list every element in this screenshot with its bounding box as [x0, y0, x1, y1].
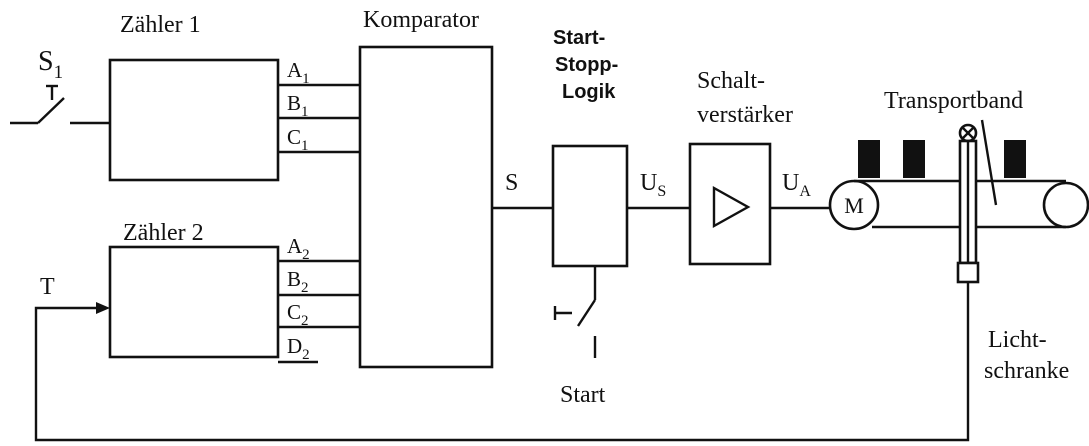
light-barrier: [956, 119, 998, 284]
counter2-block: [108, 245, 280, 359]
package-3: [1004, 140, 1026, 178]
feedback-wire: [34, 282, 970, 442]
t-label: T: [40, 274, 55, 300]
output-c1-label: C1: [287, 125, 309, 154]
ua-label: UA: [782, 170, 811, 200]
output-a1-label: A1: [287, 58, 310, 87]
package-1: [858, 140, 880, 178]
conveyor-title: Transportband: [884, 88, 1023, 114]
start-button-switch: [553, 266, 597, 358]
counter1-block: [108, 58, 280, 182]
amplifier-title-line1: Schalt-: [697, 68, 765, 94]
counter2-outputs: [278, 259, 360, 364]
output-c2-label: C2: [287, 300, 309, 329]
switch-s1: [10, 84, 110, 125]
conveyor-end-roller: [1042, 181, 1089, 229]
package-2: [903, 140, 925, 178]
motor-label: M: [844, 193, 864, 218]
start-stop-title-line1: Start-: [553, 27, 605, 49]
amplifier-triangle-icon: [712, 185, 751, 229]
output-a2-label: A2: [287, 234, 310, 263]
output-b2-label: B2: [287, 267, 309, 296]
us-label: US: [640, 170, 666, 200]
counter1-outputs: [278, 83, 360, 154]
comparator-title: Komparator: [363, 7, 479, 33]
feedback-arrowhead: [96, 302, 110, 314]
output-d2-label: D2: [287, 334, 310, 363]
amplifier-block: [688, 142, 772, 266]
s1-label: S1: [38, 46, 63, 83]
start-label: Start: [560, 382, 606, 408]
output-b1-label: B1: [287, 91, 309, 120]
amplifier-title-line2: verstärker: [697, 102, 793, 128]
light-barrier-title-line2: schranke: [984, 358, 1069, 384]
comparator-block: [358, 45, 494, 369]
start-stop-title-line3: Logik: [562, 81, 616, 103]
counter2-title: Zähler 2: [123, 220, 204, 246]
start-stop-title-line2: Stopp-: [555, 54, 618, 76]
start-stop-block: [551, 144, 629, 268]
s-label: S: [505, 170, 518, 196]
counter1-title: Zähler 1: [120, 12, 201, 38]
light-barrier-title-line1: Licht-: [988, 327, 1047, 353]
